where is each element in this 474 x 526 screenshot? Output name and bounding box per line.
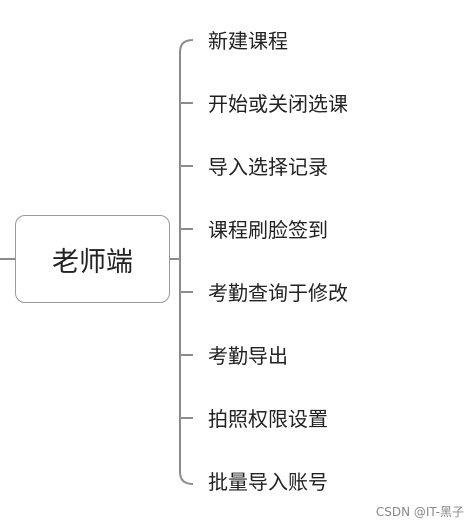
branch-node-attendance-query[interactable]: 考勤查询于修改 xyxy=(208,278,348,308)
branch-label: 考勤导出 xyxy=(208,344,288,368)
branch-node-attendance-export[interactable]: 考勤导出 xyxy=(208,341,288,371)
branch-ticks xyxy=(180,102,193,419)
branch-label: 拍照权限设置 xyxy=(208,407,328,431)
branch-label: 课程刷脸签到 xyxy=(208,218,328,242)
root-node[interactable]: 老师端 xyxy=(15,215,170,303)
branch-label: 开始或关闭选课 xyxy=(208,92,348,116)
branch-label: 导入选择记录 xyxy=(208,155,328,179)
branch-node-toggle-enrollment[interactable]: 开始或关闭选课 xyxy=(208,89,348,119)
branch-node-face-checkin[interactable]: 课程刷脸签到 xyxy=(208,215,328,245)
branch-label: 新建课程 xyxy=(208,29,288,53)
branch-spine xyxy=(179,39,194,485)
root-label: 老师端 xyxy=(52,246,133,278)
branch-node-photo-permissions[interactable]: 拍照权限设置 xyxy=(208,404,328,434)
branch-node-import-records[interactable]: 导入选择记录 xyxy=(208,152,328,182)
branch-node-bulk-import[interactable]: 批量导入账号 xyxy=(208,467,328,497)
watermark: CSDN @IT-黑子 xyxy=(375,505,464,519)
branch-label: 考勤查询于修改 xyxy=(208,281,348,305)
branch-node-new-course[interactable]: 新建课程 xyxy=(208,26,288,56)
branch-label: 批量导入账号 xyxy=(208,470,328,494)
